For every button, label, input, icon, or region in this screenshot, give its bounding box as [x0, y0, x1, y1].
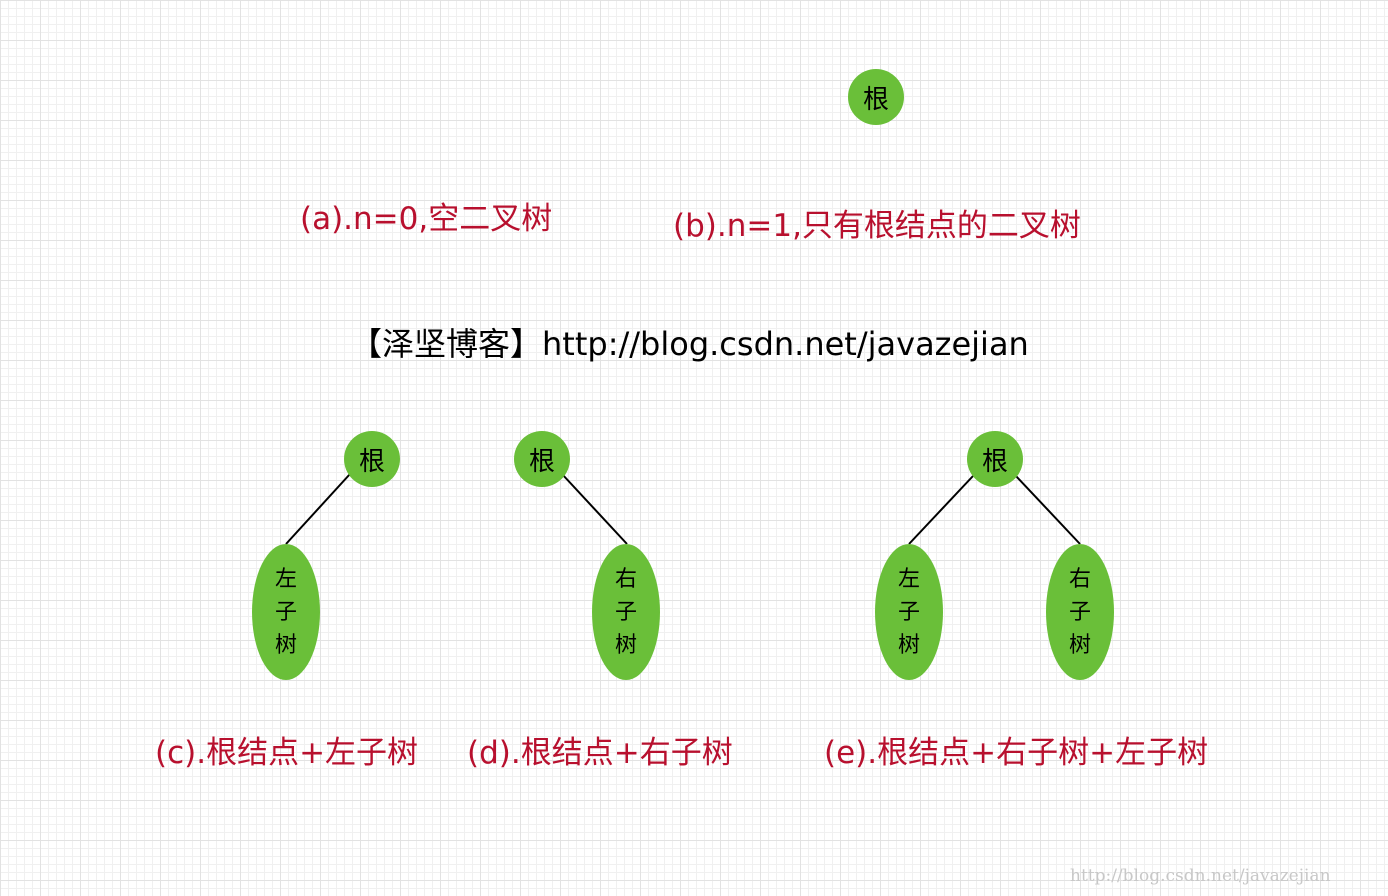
node-e-left: 左子树	[875, 544, 943, 680]
caption-a: (a).n=0,空二叉树	[300, 201, 553, 237]
node-e-left-label: 左子树	[897, 566, 920, 658]
watermark: http://blog.csdn.net/javazejian	[1070, 866, 1331, 886]
blog-credit: 【泽坚博客】http://blog.csdn.net/javazejian	[350, 325, 1029, 363]
node-b-root: 根	[848, 69, 904, 125]
node-e-right-label: 右子树	[1068, 566, 1091, 658]
node-d-root-label: 根	[528, 446, 555, 477]
edge-e-root-left	[908, 475, 974, 545]
edge-c-root-left	[285, 473, 351, 545]
edge-e-root-right	[1015, 475, 1081, 545]
node-d-root: 根	[514, 431, 570, 487]
node-d-right: 右子树	[592, 544, 660, 680]
edge-d-root-right	[561, 473, 628, 545]
node-c-root: 根	[344, 431, 400, 487]
node-e-right: 右子树	[1046, 544, 1114, 680]
caption-c: (c).根结点+左子树	[155, 735, 419, 771]
node-d-right-label: 右子树	[614, 566, 637, 658]
caption-b: (b).n=1,只有根结点的二叉树	[673, 208, 1081, 244]
node-e-root-label: 根	[981, 446, 1008, 477]
node-c-left: 左子树	[252, 544, 320, 680]
caption-d: (d).根结点+右子树	[467, 735, 733, 771]
node-c-root-label: 根	[358, 446, 385, 477]
node-e-root: 根	[967, 431, 1023, 487]
node-b-root-label: 根	[862, 84, 889, 115]
node-c-left-label: 左子树	[274, 566, 297, 658]
caption-e: (e).根结点+右子树+左子树	[824, 735, 1209, 771]
